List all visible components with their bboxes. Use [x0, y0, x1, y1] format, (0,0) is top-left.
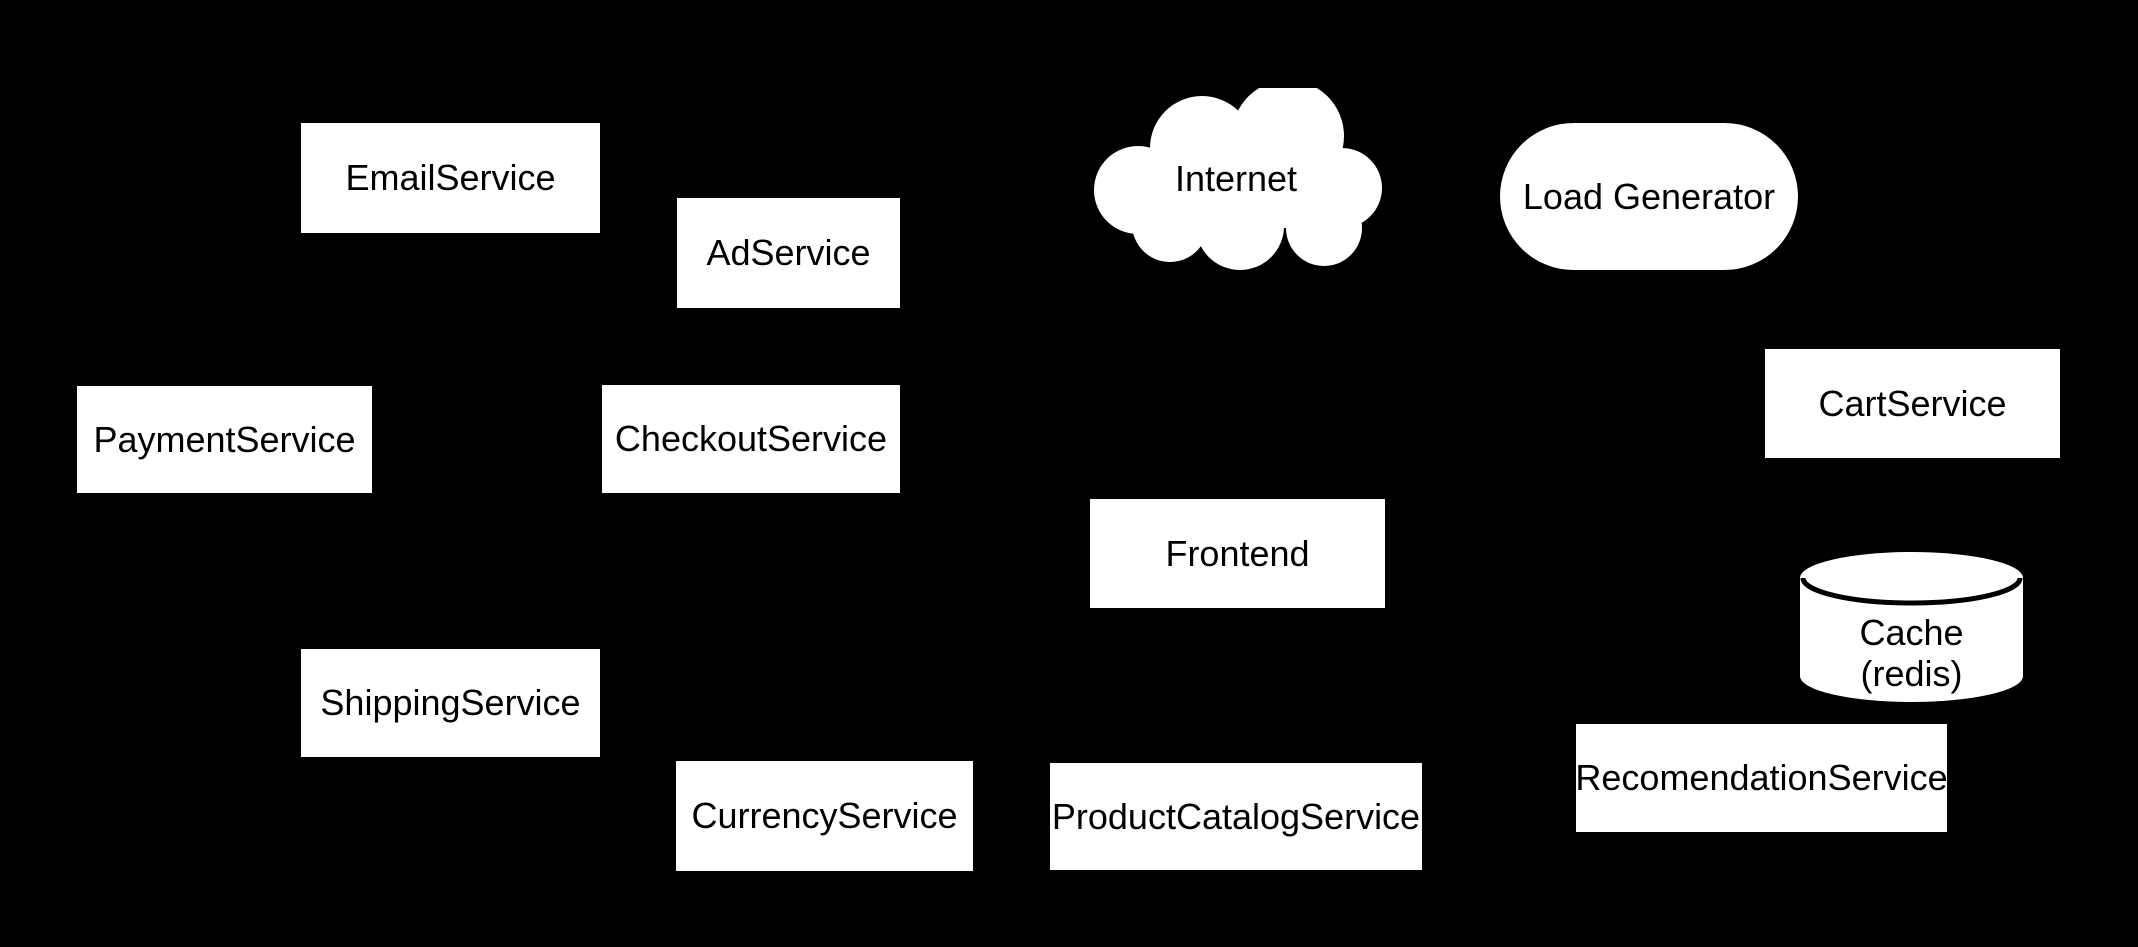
node-load-generator: Load Generator	[1500, 123, 1798, 270]
node-label: AdService	[706, 232, 871, 274]
node-internet: Internet	[1090, 88, 1382, 270]
node-cart-service: CartService	[1765, 349, 2060, 458]
node-ad-service: AdService	[677, 198, 900, 308]
node-frontend: Frontend	[1090, 499, 1385, 608]
node-label: ShippingService	[320, 682, 581, 724]
node-label: ProductCatalogService	[1051, 795, 1421, 837]
node-label: Load Generator	[1522, 175, 1776, 217]
node-label: CheckoutService	[614, 418, 888, 460]
node-label-line2: (redis)	[1860, 653, 1963, 694]
node-label: CartService	[1818, 382, 2007, 424]
node-recomendation-service: RecomendationService	[1575, 724, 1948, 832]
node-label-line1: Cache	[1859, 611, 1964, 653]
node-label: EmailService	[345, 157, 556, 199]
node-label: RecomendationService	[1575, 757, 1948, 799]
node-shipping-service: ShippingService	[301, 649, 600, 757]
node-label: Internet	[1174, 158, 1298, 200]
node-email-service: EmailService	[301, 123, 600, 233]
node-payment-service: PaymentService	[77, 386, 372, 493]
node-label: Frontend	[1165, 532, 1310, 574]
cloud-icon	[1094, 88, 1382, 270]
node-cache-redis: Cache (redis)	[1800, 552, 2023, 702]
node-label: CurrencyService	[691, 795, 958, 837]
node-product-catalog-service: ProductCatalogService	[1050, 763, 1422, 870]
database-cylinder-icon	[1800, 552, 2023, 702]
node-checkout-service: CheckoutService	[602, 385, 900, 493]
node-label: PaymentService	[93, 418, 356, 460]
node-currency-service: CurrencyService	[676, 761, 973, 871]
